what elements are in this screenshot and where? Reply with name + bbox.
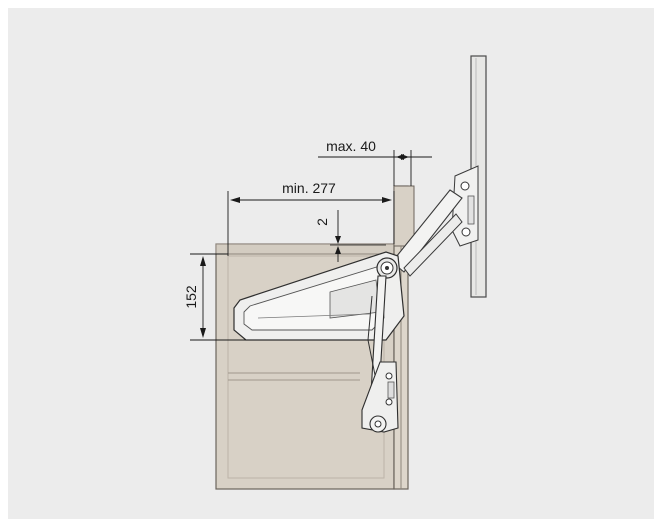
lift-mechanism: [233, 251, 405, 341]
lift-arm: [391, 189, 463, 277]
dimension-min-277: min. 277: [227, 180, 395, 256]
pivot-hinge: [376, 257, 398, 279]
dimension-gap-2: 2: [314, 210, 386, 262]
max-dimension-label: max. 40: [326, 138, 376, 154]
side-mounting-plate: [361, 361, 399, 433]
height-dimension-label: 152: [183, 285, 199, 309]
dimension-max-40: max. 40: [318, 138, 432, 186]
dimension-height-152: 152: [183, 253, 246, 341]
min-dimension-label: min. 277: [282, 180, 336, 196]
gap-dimension-label: 2: [314, 218, 330, 226]
